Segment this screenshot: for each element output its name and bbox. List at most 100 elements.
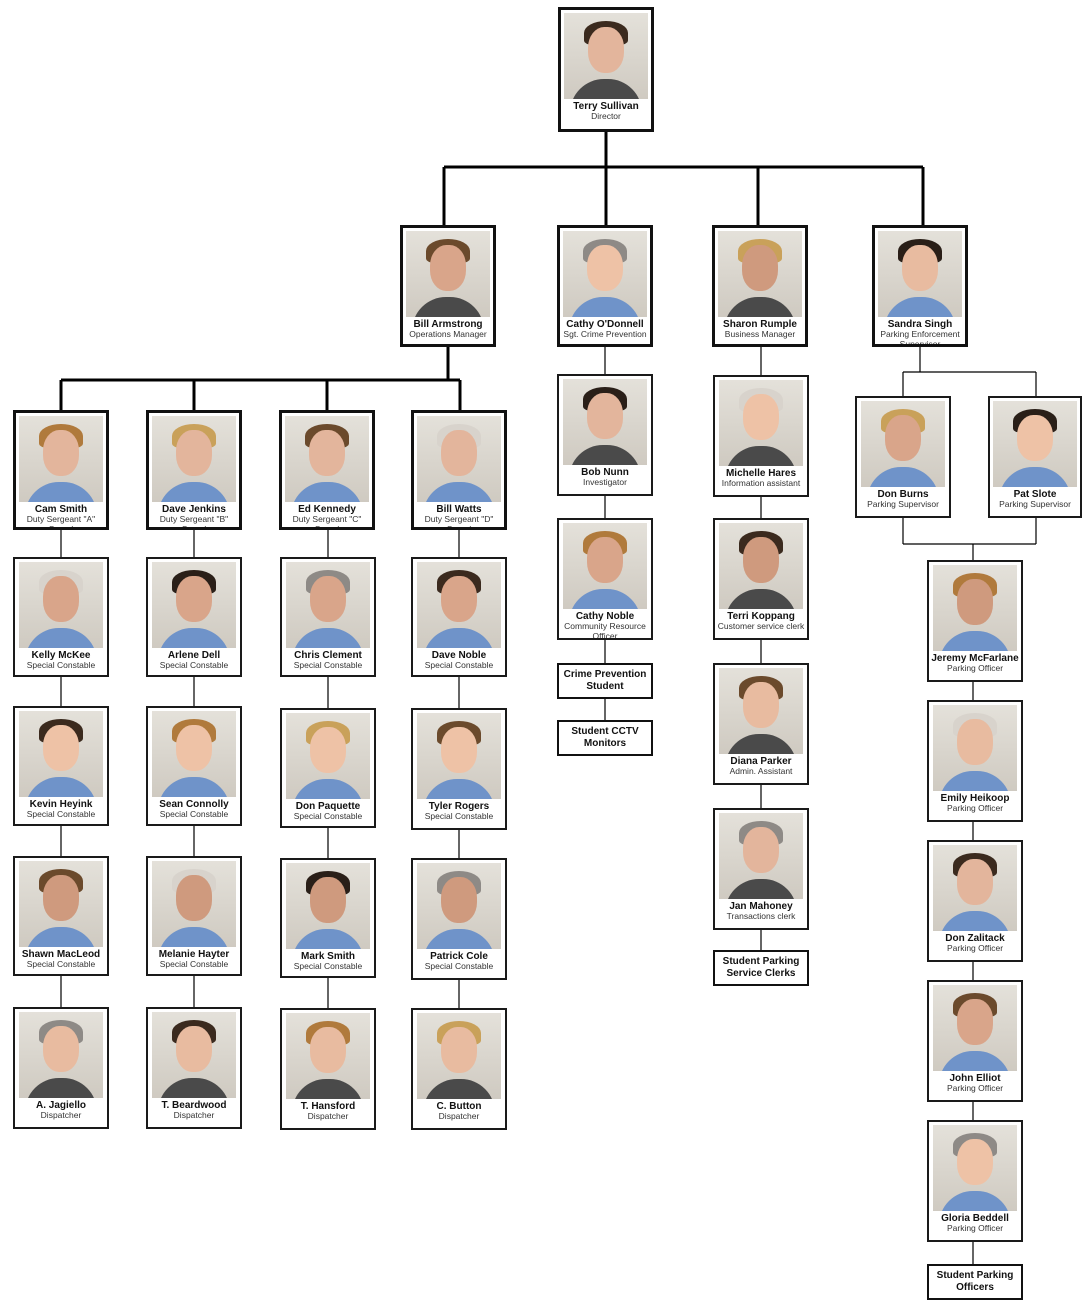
person-name: Gloria Beddell xyxy=(941,1213,1009,1224)
portrait-photo xyxy=(933,845,1017,931)
portrait-photo xyxy=(563,379,647,465)
portrait-photo xyxy=(152,562,236,648)
portrait-photo xyxy=(417,562,501,648)
person-name: Shawn MacLeod xyxy=(21,949,101,960)
portrait-photo xyxy=(417,416,501,502)
person-name: Terry Sullivan xyxy=(573,101,639,112)
person-title: Parking Officer xyxy=(946,943,1004,953)
person-title: Admin. Assistant xyxy=(729,766,793,776)
person-title: Information assistant xyxy=(721,478,801,488)
portrait-photo xyxy=(286,562,370,648)
person-name: Cam Smith xyxy=(34,504,88,515)
person-title: Parking Officer xyxy=(946,663,1004,673)
person-name: Sharon Rumple xyxy=(723,319,797,330)
portrait-photo xyxy=(878,231,962,317)
portrait-photo xyxy=(285,416,369,502)
person-name: Sean Connolly xyxy=(159,799,229,810)
person-name: A. Jagiello xyxy=(35,1100,86,1111)
portrait-photo xyxy=(719,380,803,466)
group-box-g3: Student Parking Service Clerks xyxy=(713,950,809,986)
person-name: Bob Nunn xyxy=(581,467,629,478)
person-name: Emily Heikoop xyxy=(940,793,1010,804)
person-name: Kevin Heyink xyxy=(29,799,93,810)
person-name: Mark Smith xyxy=(301,951,355,962)
person-title: Parking Enforcement Supervisor xyxy=(880,329,960,347)
person-title: Director xyxy=(591,111,621,121)
portrait-photo xyxy=(933,985,1017,1071)
person-name: Dave Noble xyxy=(431,650,487,661)
portrait-photo xyxy=(417,713,501,799)
person-name: Bill Armstrong xyxy=(413,319,483,330)
person-name: Ed Kennedy xyxy=(298,504,356,515)
person-name: John Elliot xyxy=(949,1073,1001,1084)
portrait-photo xyxy=(152,1012,236,1098)
person-name: Tyler Rogers xyxy=(428,801,490,812)
person-title: Operations Manager xyxy=(409,329,487,339)
group-box-g2: Student CCTV Monitors xyxy=(557,720,653,756)
portrait-photo xyxy=(861,401,945,487)
person-name: Don Paquette xyxy=(295,801,361,812)
group-box-g4: Student Parking Officers xyxy=(927,1264,1023,1300)
person-title: Special Constable xyxy=(424,811,494,821)
person-title: Special Constable xyxy=(159,660,229,670)
portrait-photo xyxy=(286,863,370,949)
portrait-photo xyxy=(718,231,802,317)
person-title: Customer service clerk xyxy=(717,621,805,631)
person-name: Patrick Cole xyxy=(430,951,488,962)
portrait-photo xyxy=(933,565,1017,651)
person-title: Parking Supervisor xyxy=(999,499,1071,509)
person-name: Cathy O'Donnell xyxy=(566,319,644,330)
person-title: Duty Sergeant "B" Squad xyxy=(159,514,229,530)
portrait-photo xyxy=(417,863,501,949)
person-name: Kelly McKee xyxy=(31,650,91,661)
person-name: Pat Slote xyxy=(1013,489,1057,500)
person-name: Jeremy McFarlane xyxy=(931,653,1019,664)
person-title: Business Manager xyxy=(724,329,796,339)
portrait-photo xyxy=(19,1012,103,1098)
person-name: T. Beardwood xyxy=(161,1100,227,1111)
portrait-photo xyxy=(286,1013,370,1099)
person-title: Community Resource Officer xyxy=(564,621,646,640)
person-title: Special Constable xyxy=(26,660,96,670)
person-title: Duty Sergeant "A" Squad xyxy=(26,514,96,530)
portrait-photo xyxy=(563,523,647,609)
person-title: Special Constable xyxy=(293,811,363,821)
portrait-photo xyxy=(993,401,1077,487)
person-title: Parking Officer xyxy=(946,1223,1004,1233)
person-title: Special Constable xyxy=(293,660,363,670)
person-title: Dispatcher xyxy=(307,1111,349,1121)
person-title: Investigator xyxy=(583,477,627,487)
portrait-photo xyxy=(286,713,370,799)
person-title: Special Constable xyxy=(424,660,494,670)
person-name: T. Hansford xyxy=(300,1101,356,1112)
person-title: Parking Supervisor xyxy=(867,499,939,509)
portrait-photo xyxy=(152,711,236,797)
person-title: Dispatcher xyxy=(438,1111,480,1121)
person-title: Special Constable xyxy=(424,961,494,971)
person-name: Cathy Noble xyxy=(575,611,635,622)
person-title: Special Constable xyxy=(26,959,96,969)
person-name: Melanie Hayter xyxy=(158,949,230,960)
person-title: Special Constable xyxy=(159,809,229,819)
